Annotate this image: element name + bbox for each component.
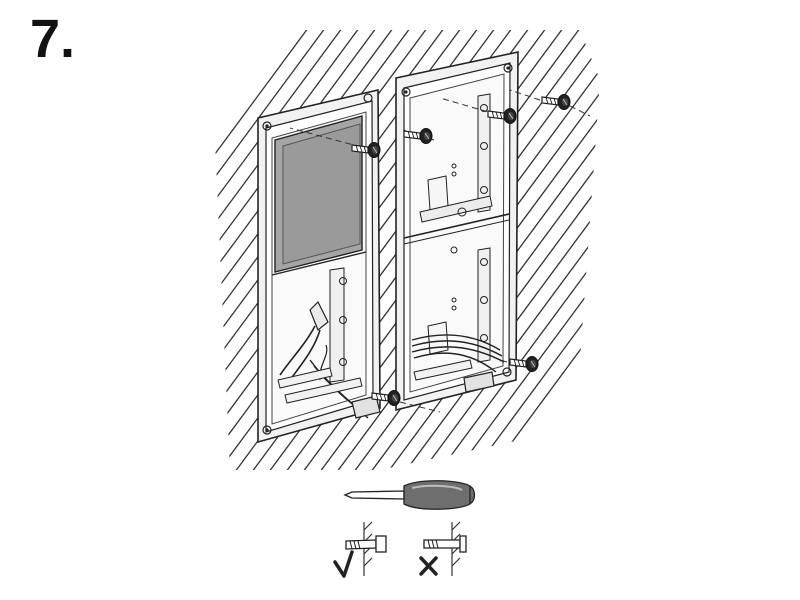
right-mounting-frame xyxy=(395,51,519,412)
left-lower-bay xyxy=(277,267,381,419)
screw-right-upper-right xyxy=(487,108,517,124)
check-mark-icon xyxy=(333,550,354,578)
wall-section-wrong xyxy=(451,521,461,576)
step-number: 7. xyxy=(30,9,76,69)
right-frame-details xyxy=(411,93,505,393)
screw-right-bottom xyxy=(509,356,539,372)
wrong-usage-example xyxy=(419,521,467,576)
screw-right-upper-left xyxy=(403,128,433,144)
screws xyxy=(351,94,571,406)
screwdriver-icon xyxy=(343,480,476,510)
screw-left-bottom xyxy=(371,390,401,406)
correct-usage-example xyxy=(333,521,387,578)
screw-left-top xyxy=(351,142,381,158)
screw-outer-top-right xyxy=(541,94,571,110)
camera-module xyxy=(271,115,367,276)
cross-mark-icon xyxy=(419,556,438,576)
